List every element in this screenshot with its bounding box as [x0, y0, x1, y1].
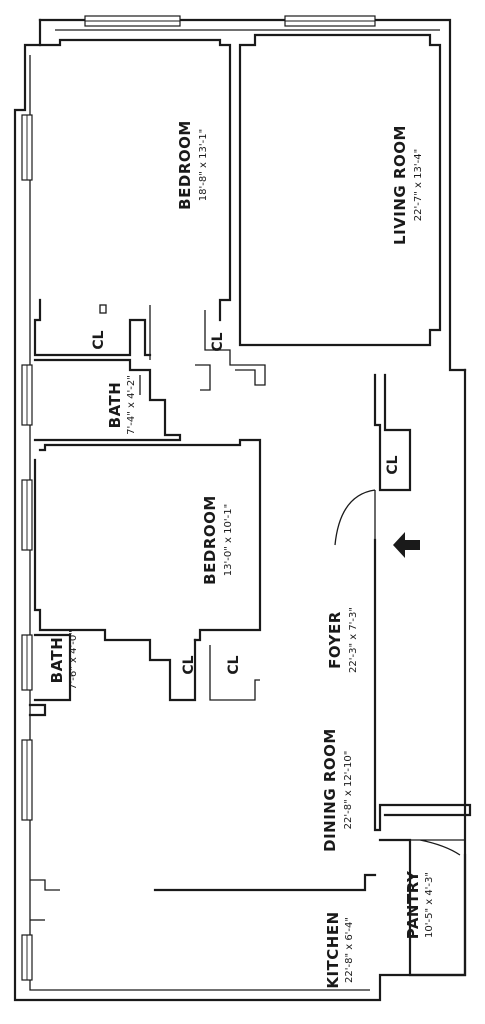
closet-label: CL	[226, 655, 242, 674]
bath-2-dim: 7'-6" x 4'-0"	[68, 630, 79, 690]
pantry-walls	[378, 838, 467, 977]
entry-closet-walls	[373, 373, 412, 492]
bedroom-2-label: BEDROOM 13'-0" x 10'-1"	[201, 495, 234, 585]
kitchen-name: KITCHEN	[324, 911, 342, 988]
dining-room-name: DINING ROOM	[321, 728, 339, 852]
closet-label: CL	[91, 330, 107, 349]
bath-1-name: BATH	[106, 382, 124, 429]
foyer-label: FOYER 22'-3" x 7'-3"	[326, 607, 359, 673]
closet-labels: CL CL CL CL CL	[91, 330, 401, 674]
dining-kitchen-walls	[28, 703, 377, 921]
bedroom-1-label: BEDROOM 18'-8" x 13'-1"	[176, 120, 209, 210]
closet-label: CL	[181, 655, 197, 674]
living-room-label: LIVING ROOM 22'-7" x 13'-4"	[391, 125, 424, 245]
bath-2-label: BATH 7'-6" x 4'-0"	[48, 630, 79, 690]
bath-1-dim: 7'-4" x 4'-2"	[126, 375, 137, 435]
windows	[21, 15, 376, 981]
living-room-name: LIVING ROOM	[391, 125, 409, 245]
bedroom-2-name: BEDROOM	[201, 495, 219, 585]
bath-2-walls	[33, 633, 72, 702]
bedroom-2-dim: 13'-0" x 10'-1"	[223, 504, 234, 576]
bedroom-1-walls	[33, 38, 232, 360]
bedroom-2-walls	[33, 438, 262, 702]
pantry-name: PANTRY	[404, 870, 422, 939]
bath-1-label: BATH 7'-4" x 4'-2"	[106, 375, 137, 435]
bath-1-walls	[33, 358, 182, 442]
room-labels: BEDROOM 18'-8" x 13'-1" LIVING ROOM 22'-…	[48, 120, 435, 988]
dining-room-dim: 22'-8" x 12'-10"	[343, 751, 354, 830]
living-room-walls	[195, 33, 442, 391]
foyer-name: FOYER	[326, 611, 344, 669]
foyer-dim: 22'-3" x 7'-3"	[348, 607, 359, 673]
closet-label: CL	[385, 455, 401, 474]
closet-label: CL	[210, 332, 226, 351]
living-room-dim: 22'-7" x 13'-4"	[413, 149, 424, 221]
kitchen-dim: 22'-8" x 6'-4"	[344, 917, 355, 983]
bath-2-name: BATH	[48, 637, 66, 684]
foyer-walls	[334, 489, 472, 832]
pantry-dim: 10'-5" x 4'-3"	[424, 872, 435, 938]
bedroom-1-name: BEDROOM	[176, 120, 194, 210]
dining-room-label: DINING ROOM 22'-8" x 12'-10"	[321, 728, 354, 852]
pantry-label: PANTRY 10'-5" x 4'-3"	[404, 870, 435, 939]
kitchen-label: KITCHEN 22'-8" x 6'-4"	[324, 911, 355, 988]
arrow-icon	[393, 532, 420, 558]
bedroom-1-dim: 18'-8" x 13'-1"	[198, 129, 209, 201]
